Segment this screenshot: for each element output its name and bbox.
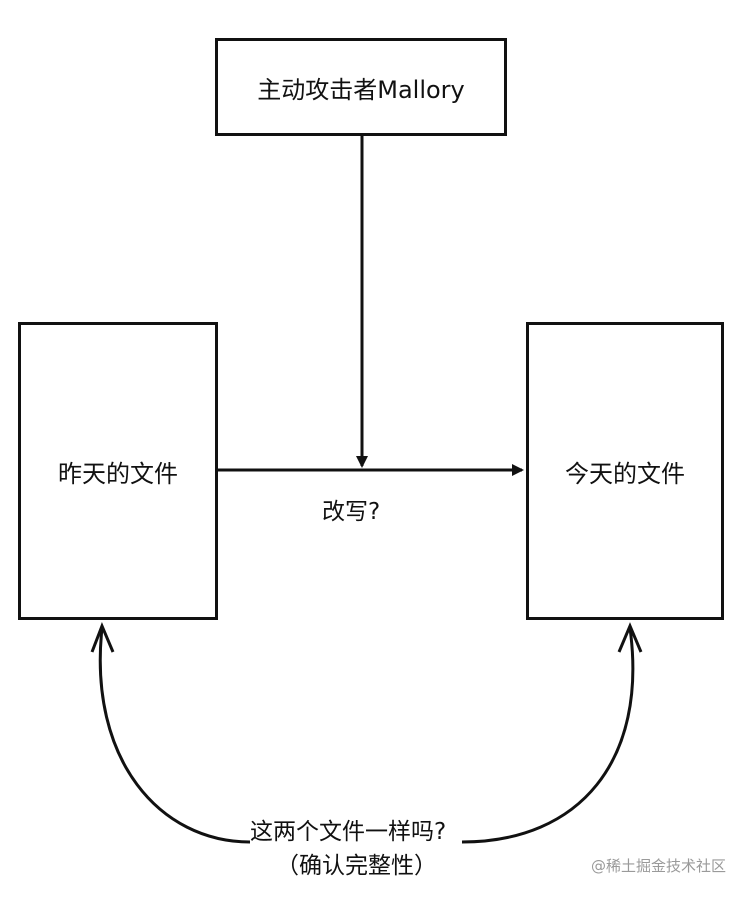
- modify-label: 改写?: [322, 499, 381, 525]
- comparison-curve: [98, 627, 635, 844]
- comparison-arrowhead-left: [90, 621, 115, 653]
- integrity-check-label: （确认完整性）: [276, 853, 437, 879]
- today-file-node: 今天的文件: [526, 322, 724, 620]
- comparison-question-label: 这两个文件一样吗?: [250, 819, 447, 845]
- yesterday-file-node: 昨天的文件: [18, 322, 218, 620]
- comparison-arrowhead-right: [617, 622, 643, 653]
- yesterday-file-label: 昨天的文件: [58, 459, 178, 488]
- watermark: @稀土掘金技术社区: [590, 857, 726, 875]
- attacker-node-label: 主动攻击者Mallory: [257, 75, 465, 104]
- today-file-label: 今天的文件: [565, 459, 685, 488]
- attacker-node: 主动攻击者Mallory: [215, 38, 507, 136]
